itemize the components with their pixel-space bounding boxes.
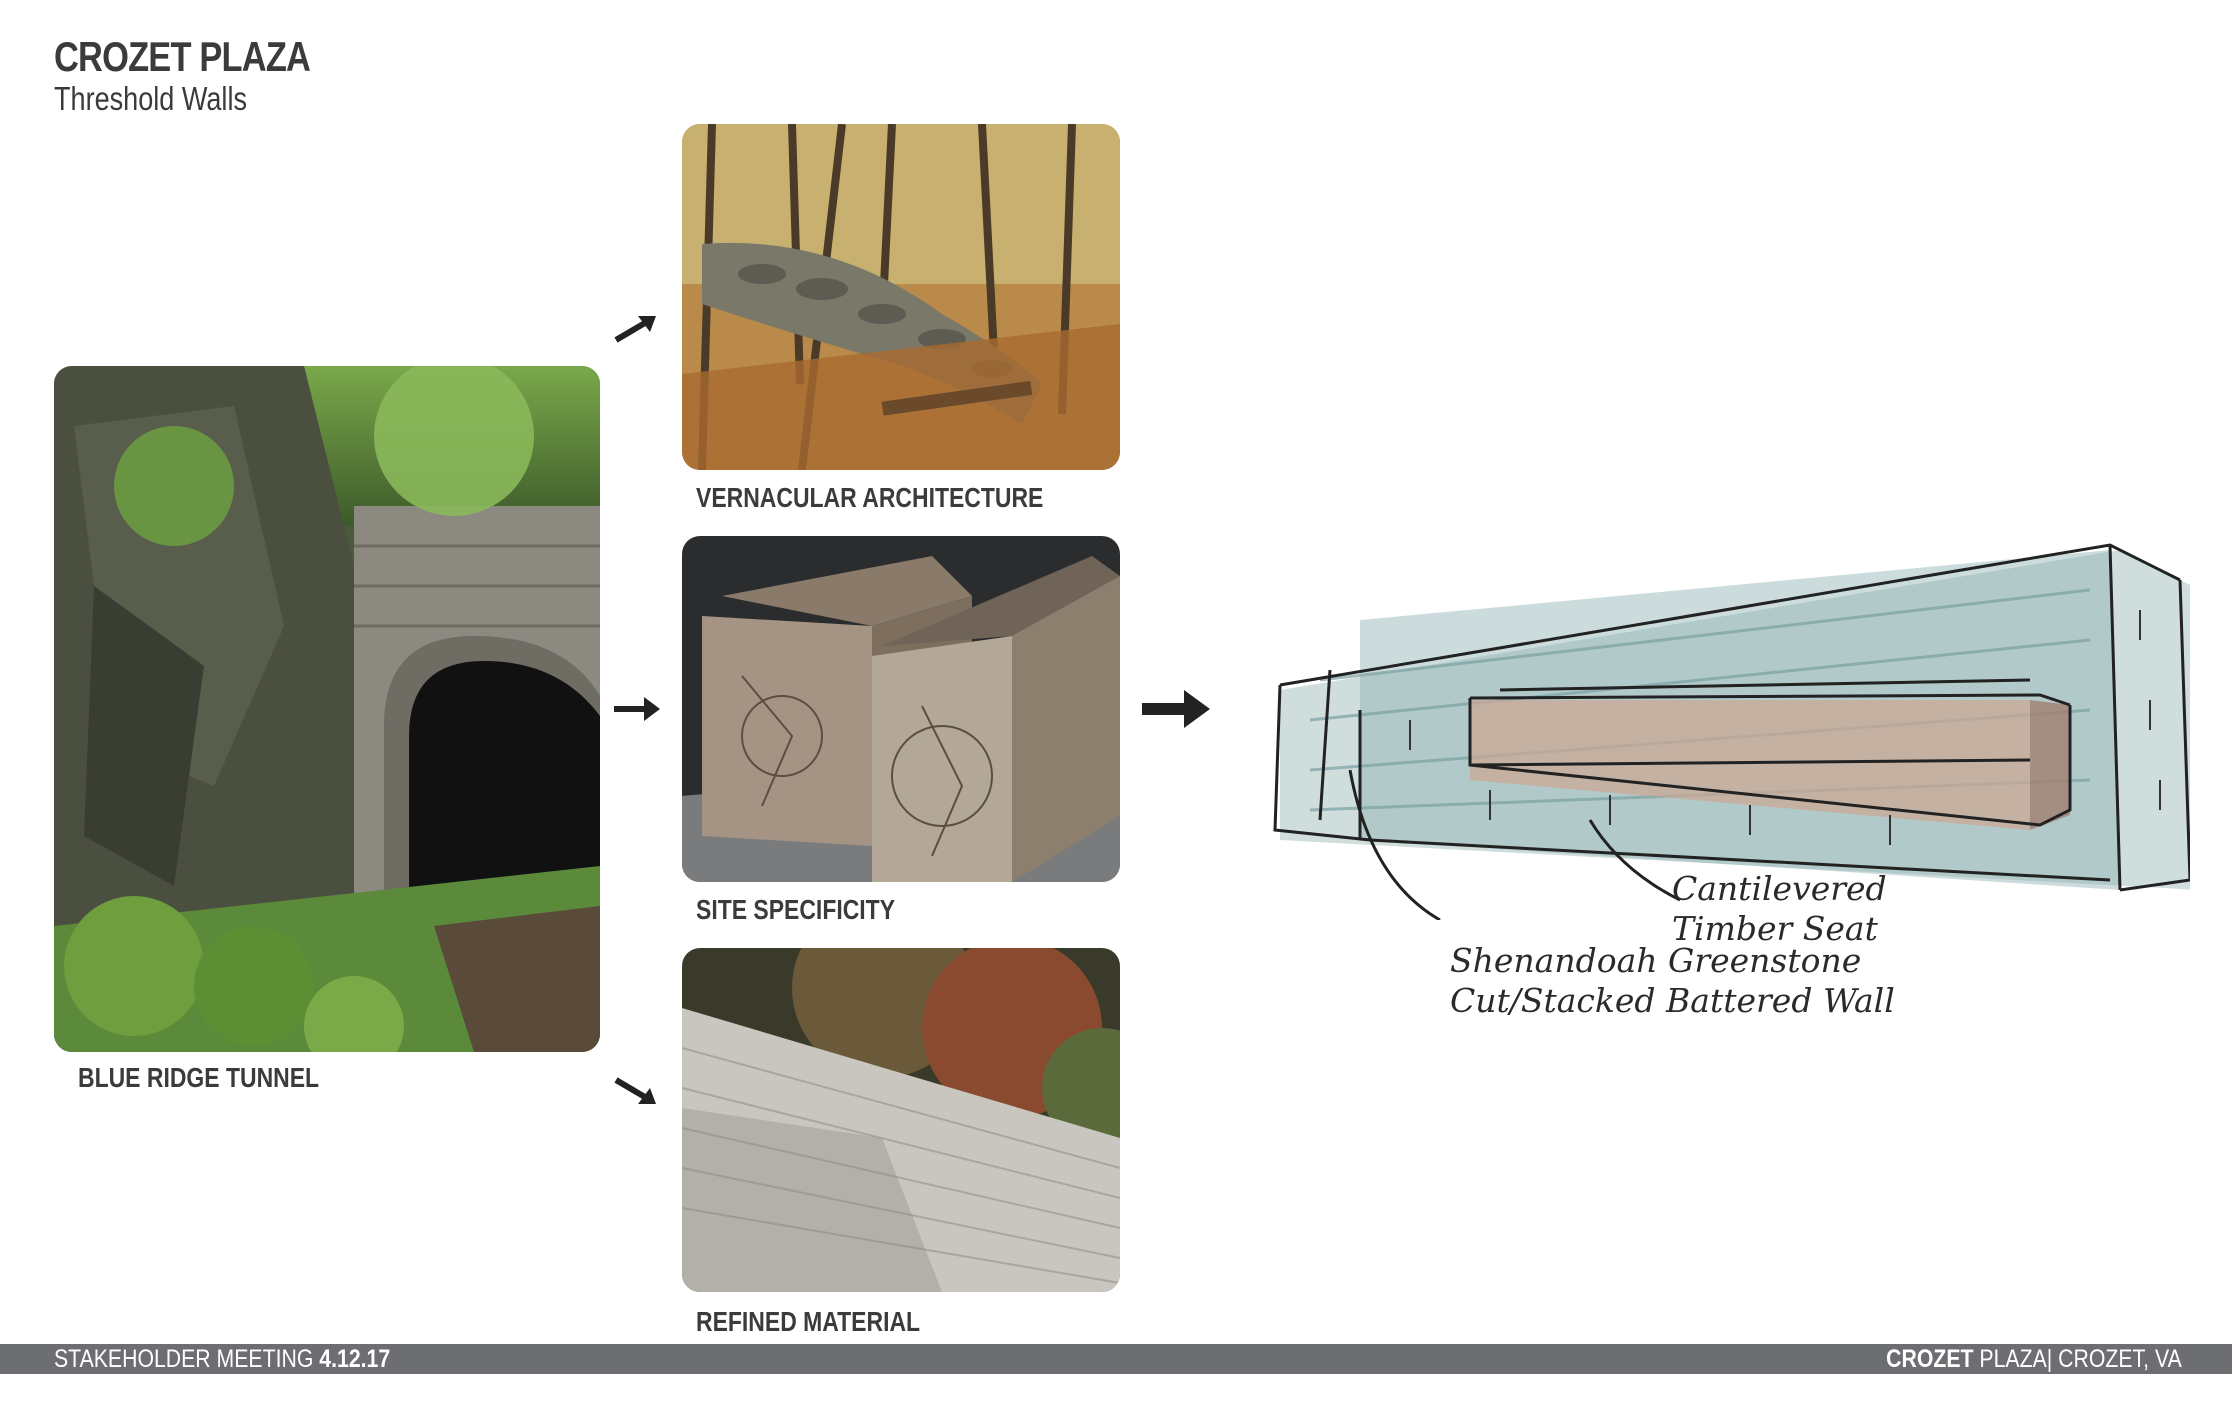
footer-meeting-date: 4.12.17 <box>319 1345 391 1373</box>
arrow-right-icon <box>614 697 660 721</box>
stone-wall-photo <box>682 124 1120 470</box>
wall-sketch <box>1273 543 2190 920</box>
footer-location: | CROZET, VA <box>2046 1345 2182 1373</box>
footer-bar: STAKEHOLDER MEETING 4.12.17 CROZET PLAZA… <box>0 1344 2232 1374</box>
page-title: CROZET PLAZA <box>54 33 311 80</box>
stone-wall-caption: VERNACULAR ARCHITECTURE <box>696 482 1044 513</box>
timber-photo <box>682 536 1120 882</box>
sketch-note-wall-line1: Shenandoah Greenstone <box>1450 941 1862 980</box>
page-subtitle: Threshold Walls <box>54 80 247 117</box>
sketch-note-seat-line2: Timber Seat <box>1672 909 1878 948</box>
footer-meeting: STAKEHOLDER MEETING 4.12.17 <box>54 1346 390 1372</box>
arrow-down-right-icon <box>614 1077 656 1104</box>
arrow-up-right-icon <box>614 316 656 343</box>
footer-brand-bold: CROZET <box>1886 1345 1974 1373</box>
sketch-note-seat-line1: Cantilevered <box>1672 869 1887 908</box>
sketch-note-wall-line2: Cut/Stacked Battered Wall <box>1450 981 1895 1020</box>
tunnel-photo <box>54 366 600 1052</box>
footer-brand-rest: PLAZA <box>1973 1345 2047 1373</box>
footer-brand: CROZET PLAZA| CROZET, VA <box>1886 1346 2182 1372</box>
arrow-right-large-icon <box>1142 690 1210 728</box>
refined-wall-caption: REFINED MATERIAL <box>696 1306 921 1337</box>
footer-meeting-label: STAKEHOLDER MEETING <box>54 1345 314 1373</box>
refined-wall-photo <box>682 948 1120 1292</box>
tunnel-caption: BLUE RIDGE TUNNEL <box>78 1062 320 1093</box>
timber-caption: SITE SPECIFICITY <box>696 894 896 925</box>
